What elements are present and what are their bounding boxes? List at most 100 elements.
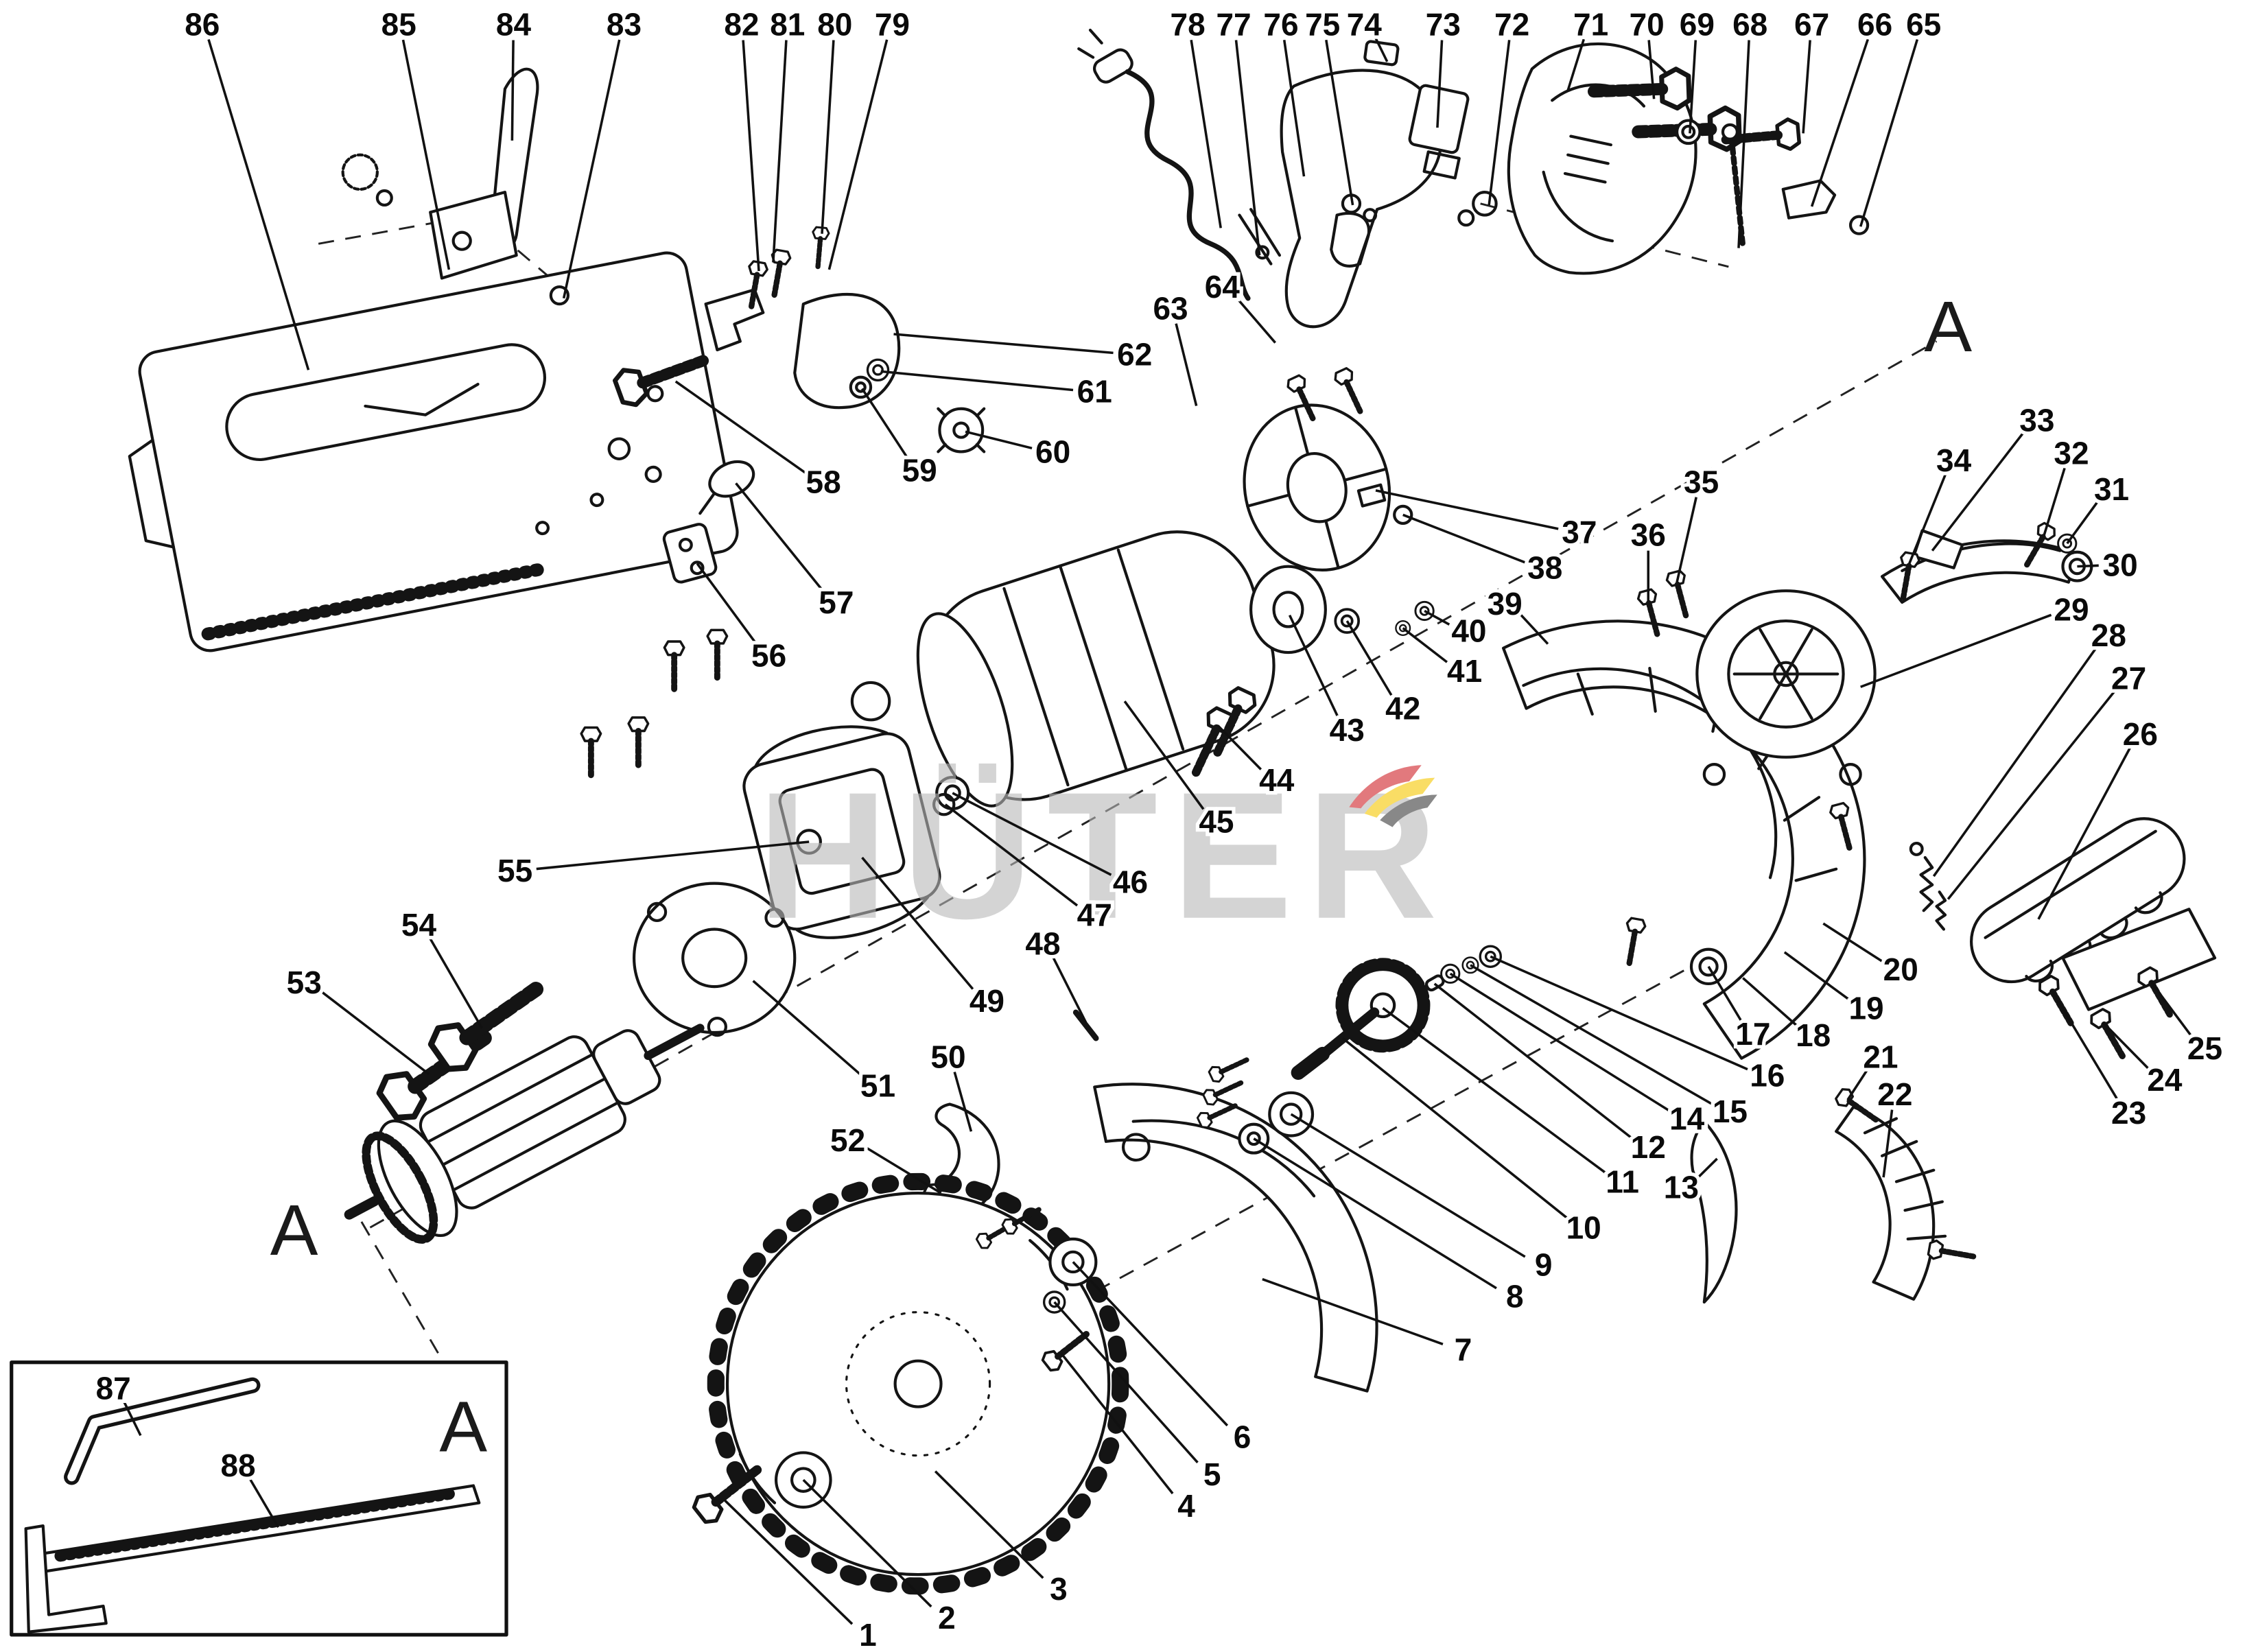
leader-line-73 <box>1436 40 1444 128</box>
lower-guard-drawing <box>1093 1083 1378 1393</box>
leader-line-66 <box>1810 38 1870 207</box>
part-label-24: 24 <box>2147 1062 2183 1098</box>
leader-line-19 <box>1783 951 1850 1000</box>
part-label-39: 39 <box>1488 586 1523 622</box>
leader-line-24 <box>2102 1022 2150 1070</box>
rear-handle-drawing <box>1280 40 1498 329</box>
part-label-48: 48 <box>1025 925 1060 961</box>
part-label-58: 58 <box>806 464 841 499</box>
part-label-30: 30 <box>2103 547 2138 583</box>
leader-line-11 <box>1382 1007 1606 1174</box>
leader-line-74 <box>1374 37 1389 62</box>
leader-line-82 <box>742 40 760 272</box>
leader-line-67 <box>1802 40 1811 134</box>
part-label-18: 18 <box>1796 1017 1831 1053</box>
part-label-3: 3 <box>1050 1571 1068 1607</box>
part-label-13: 13 <box>1664 1170 1699 1205</box>
leader-line-81 <box>772 40 788 263</box>
leader-line-13 <box>1697 1157 1718 1179</box>
leader-line-72 <box>1488 40 1511 206</box>
base-plate-drawing <box>128 251 739 652</box>
part-label-79: 79 <box>875 7 910 43</box>
spindle-gear-drawing <box>1197 945 1728 1155</box>
leader-line-27 <box>1947 689 2117 900</box>
part-label-77: 77 <box>1216 7 1251 43</box>
leader-line-65 <box>1859 38 1919 227</box>
part-label-50: 50 <box>930 1039 965 1075</box>
depth-guide-drawing <box>341 67 570 306</box>
part-label-42: 42 <box>1385 691 1420 727</box>
part-label-59: 59 <box>902 453 937 488</box>
part-label-88: 88 <box>220 1448 255 1483</box>
leader-line-33 <box>1931 432 2025 552</box>
leader-line-6 <box>1072 1261 1229 1427</box>
part-label-45: 45 <box>1199 804 1234 840</box>
part-label-68: 68 <box>1732 7 1767 43</box>
part-label-35: 35 <box>1684 464 1719 499</box>
leader-line-39 <box>1519 613 1549 645</box>
leader-line-7 <box>1262 1277 1444 1346</box>
part-label-31: 31 <box>2094 471 2129 507</box>
section-marker-1: A <box>1924 287 1972 367</box>
leader-line-59 <box>861 388 908 458</box>
leader-line-30 <box>2077 564 2099 568</box>
part-label-85: 85 <box>381 7 416 43</box>
leader-line-28 <box>1932 647 2097 877</box>
leader-line-54 <box>429 937 484 1029</box>
leader-line-56 <box>696 563 757 644</box>
leader-line-50 <box>953 1072 973 1132</box>
part-label-57: 57 <box>819 585 854 620</box>
part-label-20: 20 <box>1883 952 1918 987</box>
leader-line-76 <box>1282 40 1306 177</box>
leader-line-60 <box>965 430 1033 450</box>
bevel-bracket-drawing <box>581 227 986 775</box>
part-label-80: 80 <box>817 7 852 43</box>
leader-line-68 <box>1737 40 1750 248</box>
part-label-78: 78 <box>1171 7 1206 43</box>
leader-line-17 <box>1707 965 1743 1022</box>
leader-line-20 <box>1822 922 1883 963</box>
part-label-84: 84 <box>496 7 532 43</box>
leader-line-64 <box>1236 297 1277 344</box>
part-label-37: 37 <box>1562 514 1597 550</box>
part-label-72: 72 <box>1494 7 1529 43</box>
part-label-52: 52 <box>830 1122 865 1158</box>
leader-line-69 <box>1689 40 1697 134</box>
part-label-81: 81 <box>770 7 805 43</box>
front-grip-drawing <box>1909 817 2217 1061</box>
part-label-75: 75 <box>1305 7 1340 43</box>
part-label-76: 76 <box>1263 7 1298 43</box>
leader-line-1 <box>723 1499 854 1625</box>
leader-line-45 <box>1123 700 1205 810</box>
fan-guard-drawing <box>633 882 797 1037</box>
part-label-53: 53 <box>287 965 322 1000</box>
part-label-86: 86 <box>185 7 220 43</box>
part-label-22: 22 <box>1877 1076 1912 1112</box>
part-label-63: 63 <box>1153 290 1188 326</box>
riving-knife-drawing <box>1690 1120 1738 1304</box>
part-label-23: 23 <box>2111 1095 2146 1131</box>
power-cord-drawing <box>1077 28 1282 301</box>
part-label-60: 60 <box>1035 434 1070 469</box>
part-label-10: 10 <box>1566 1210 1601 1245</box>
part-label-9: 9 <box>1535 1247 1553 1283</box>
leader-line-47 <box>944 803 1079 907</box>
part-label-56: 56 <box>751 637 786 673</box>
part-label-15: 15 <box>1713 1094 1748 1129</box>
leader-line-44 <box>1216 724 1262 770</box>
leader-line-48 <box>1052 956 1088 1024</box>
part-label-64: 64 <box>1205 269 1241 305</box>
leader-line-15 <box>1470 964 1712 1105</box>
part-label-19: 19 <box>1848 990 1883 1026</box>
leader-line-18 <box>1742 977 1798 1026</box>
part-label-74: 74 <box>1347 7 1383 43</box>
part-label-73: 73 <box>1426 7 1461 43</box>
bearing-retainer-drawing <box>1184 565 1435 779</box>
part-label-7: 7 <box>1455 1332 1472 1367</box>
part-label-16: 16 <box>1750 1058 1785 1094</box>
upper-guard-drawing <box>1501 570 1877 1060</box>
leader-line-26 <box>2037 747 2131 920</box>
part-label-44: 44 <box>1259 762 1295 798</box>
part-label-71: 71 <box>1573 7 1608 43</box>
